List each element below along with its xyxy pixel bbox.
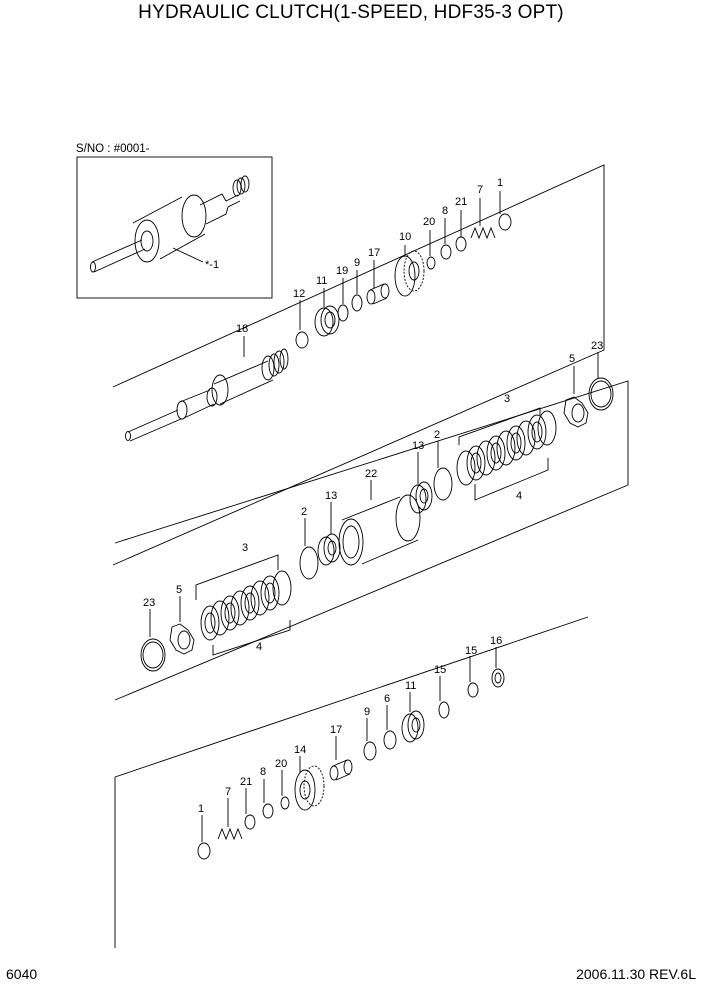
callout: 18 — [236, 323, 248, 335]
callout: 11 — [316, 275, 327, 287]
callout: 4 — [516, 490, 522, 502]
callout: 12 — [293, 288, 305, 300]
bearing-11-lower — [401, 692, 425, 743]
callout: 2 — [301, 506, 307, 518]
ring-15-a — [467, 682, 479, 698]
serial-number-note: S/NO : #0001- — [76, 143, 150, 155]
ring-20 — [426, 256, 436, 270]
callout: 1 — [198, 803, 204, 815]
ring-2-right — [433, 467, 453, 501]
callout: 6 — [384, 693, 390, 705]
gear-14 — [294, 756, 325, 811]
lower-panel-frame — [114, 616, 589, 948]
callout: 7 — [225, 786, 231, 798]
callout: 4 — [256, 641, 262, 653]
callout: 16 — [490, 635, 502, 647]
callout: 3 — [242, 542, 248, 554]
sleeve-17 — [366, 260, 390, 305]
callout: 17 — [330, 724, 342, 736]
callout: 5 — [569, 353, 575, 365]
snap-ring-23-left — [140, 609, 166, 672]
inset-callout: *-1 — [205, 259, 219, 271]
callout: 20 — [423, 216, 435, 228]
callout: 2 — [434, 429, 440, 441]
clutch-plates-left — [195, 554, 292, 656]
page-number: 6040 — [6, 966, 38, 982]
callout: 3 — [504, 393, 510, 405]
upper-panel-frame — [112, 164, 605, 566]
ring-8-lower — [262, 803, 274, 819]
callout: 7 — [477, 184, 483, 196]
middle-panel-frame — [114, 380, 629, 701]
retainer-5-right — [563, 366, 589, 428]
ring-20-lower — [280, 796, 290, 810]
callout: 1 — [497, 177, 503, 189]
gear-10 — [394, 245, 425, 297]
washer-9-lower — [363, 741, 377, 761]
callout: 13 — [412, 440, 424, 452]
snap-ring-23-right — [588, 352, 614, 411]
snap-ring-1 — [498, 213, 512, 231]
seal-16 — [491, 668, 505, 688]
callout: 17 — [368, 247, 380, 259]
ring-21-lower — [244, 814, 256, 830]
callout: 22 — [365, 468, 377, 480]
washer-9 — [351, 294, 363, 312]
callout: 8 — [260, 766, 266, 778]
drum-22 — [338, 480, 421, 566]
callout: 23 — [143, 597, 155, 609]
bearing-13-right — [409, 452, 433, 514]
callout: 14 — [294, 744, 306, 756]
ring-2-left — [299, 546, 319, 580]
ring-15-b — [438, 701, 450, 719]
callout: 5 — [176, 584, 182, 596]
ring-21 — [455, 236, 467, 252]
spring-7-lower — [217, 798, 243, 841]
callout: 23 — [591, 340, 603, 352]
callout: 9 — [364, 706, 370, 718]
bearing-13-left — [317, 502, 341, 566]
page-title: HYDRAULIC CLUTCH(1-SPEED, HDF35-3 OPT) — [138, 2, 564, 23]
sleeve-17-lower — [329, 736, 353, 781]
clutch-plates-right — [456, 407, 557, 501]
callout: 9 — [354, 257, 360, 269]
callout: 21 — [455, 196, 467, 208]
washer-19 — [337, 304, 349, 322]
snap-ring-1-lower — [197, 842, 211, 860]
bearing-11 — [314, 288, 340, 337]
retainer-5-left — [169, 596, 195, 655]
callout: 15 — [465, 645, 477, 657]
callout: 8 — [442, 205, 448, 217]
inset-shaft-assembly — [76, 156, 273, 299]
revision-label: 2006.11.30 REV.6L — [576, 966, 696, 982]
callout: 15 — [434, 664, 446, 676]
o-ring-12 — [295, 331, 309, 349]
callout: 20 — [275, 758, 287, 770]
callout: 11 — [405, 680, 416, 692]
washer-6 — [383, 730, 397, 750]
callout: 10 — [399, 231, 411, 243]
seal-16-inner — [494, 672, 502, 684]
callout: 13 — [325, 490, 337, 502]
ring-8 — [440, 244, 452, 260]
spring-7 — [470, 198, 496, 240]
callout: 21 — [240, 776, 252, 788]
callout: 19 — [336, 265, 348, 277]
main-shaft-18 — [125, 336, 289, 442]
